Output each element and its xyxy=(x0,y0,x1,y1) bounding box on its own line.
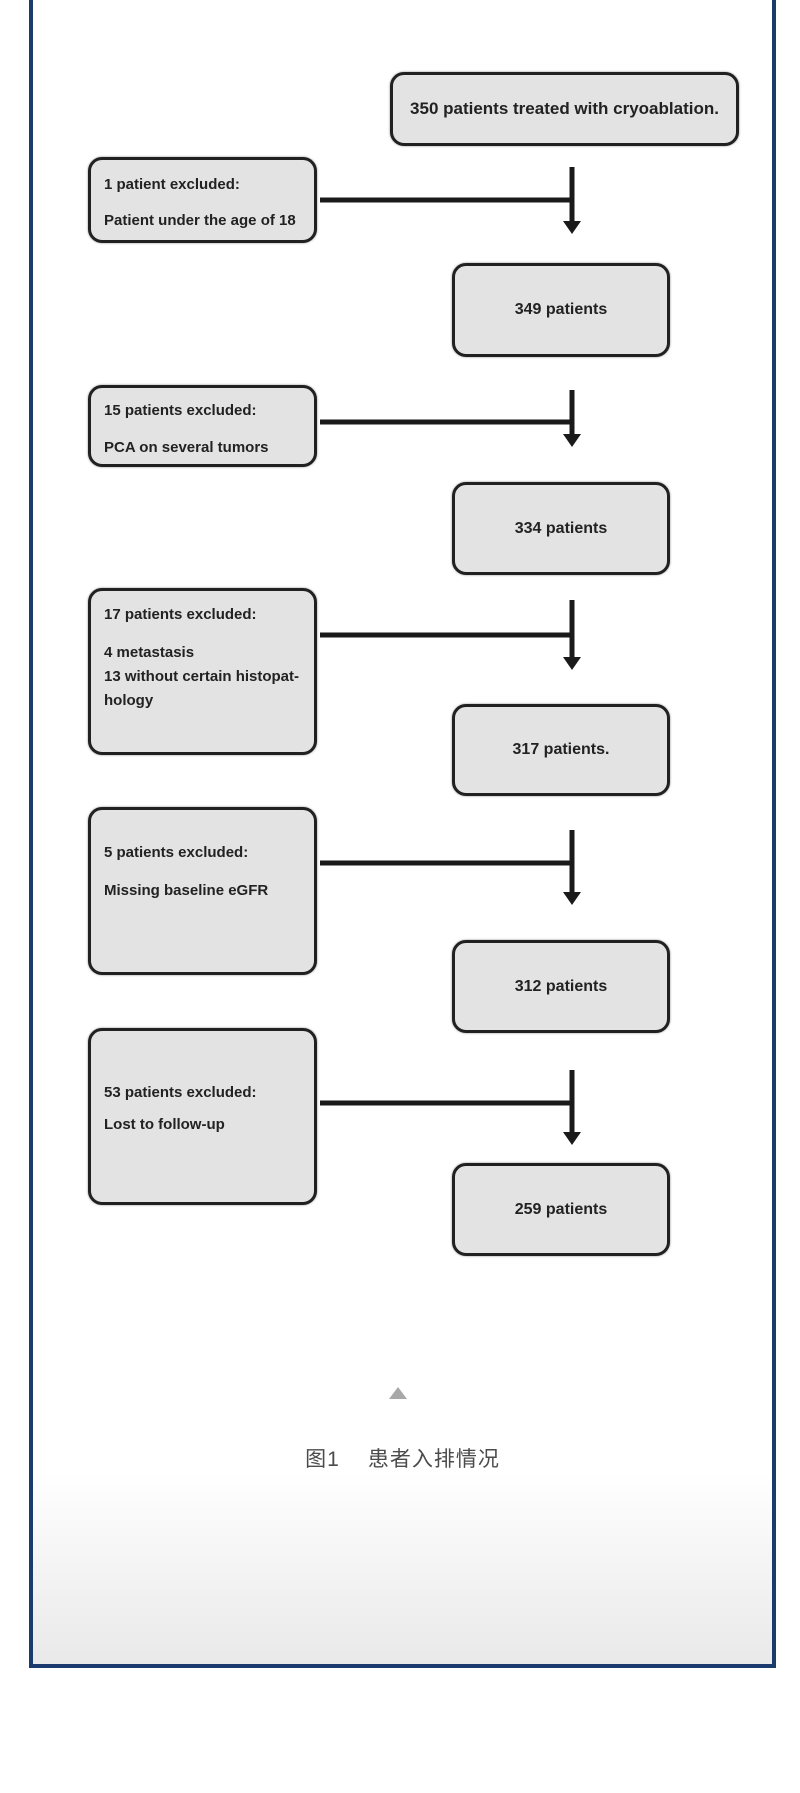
flow-box-label: 259 patients xyxy=(514,1200,608,1218)
exclusion-box-1: 1 patient excluded: Patient under the ag… xyxy=(88,157,317,243)
flow-box-350-patients: 350 patients treated with cryoablation. xyxy=(390,72,739,146)
collapse-triangle-icon[interactable] xyxy=(389,1387,407,1399)
exclusion-box-4: 5 patients excluded: Missing baseline eG… xyxy=(88,807,317,975)
exclusion-title: 53 patients excluded: xyxy=(104,1084,257,1101)
exclusion-line: Lost to follow-up xyxy=(104,1116,225,1133)
flow-box-312-patients: 312 patients xyxy=(452,940,670,1033)
exclusion-line: hology xyxy=(104,692,154,709)
flow-box-334-patients: 334 patients xyxy=(452,482,670,575)
flow-box-label: 349 patients xyxy=(514,301,608,318)
exclusion-title: 17 patients excluded: xyxy=(104,606,257,623)
figure-caption-number: 图1 xyxy=(305,1448,340,1471)
flow-box-label: 317 patients. xyxy=(512,741,610,758)
bottom-gradient xyxy=(33,1470,772,1664)
flow-box-349-patients: 349 patients xyxy=(452,263,670,357)
exclusion-line: 4 metastasis xyxy=(104,644,195,661)
exclusion-box-2: 15 patients excluded: PCA on several tum… xyxy=(88,385,317,467)
exclusion-title: 5 patients excluded: xyxy=(104,844,249,861)
flow-box-259-patients: 259 patients xyxy=(452,1163,670,1256)
exclusion-line: Patient under the age of 18 xyxy=(104,212,296,229)
exclusion-box-5: 53 patients excluded: Lost to follow-up xyxy=(88,1028,317,1205)
exclusion-line: 13 without certain histopat- xyxy=(104,668,300,685)
exclusion-line: PCA on several tumors xyxy=(104,439,269,456)
figure-caption: 图1 患者入排情况 xyxy=(33,1443,772,1473)
figure-caption-title: 患者入排情况 xyxy=(367,1448,500,1471)
exclusion-title: 1 patient excluded: xyxy=(104,176,240,193)
exclusion-line: Missing baseline eGFR xyxy=(104,882,269,899)
flow-box-label: 350 patients treated with cryoablation. xyxy=(410,99,719,118)
flowchart-figure: 350 patients treated with cryoablation. … xyxy=(88,72,739,1256)
flow-box-label: 334 patients xyxy=(514,519,608,537)
flow-box-label: 312 patients xyxy=(514,977,608,995)
exclusion-box-3: 17 patients excluded: 4 metastasis 13 wi… xyxy=(88,588,317,755)
exclusion-title: 15 patients excluded: xyxy=(104,402,257,419)
flow-box-317-patients: 317 patients. xyxy=(452,704,670,796)
